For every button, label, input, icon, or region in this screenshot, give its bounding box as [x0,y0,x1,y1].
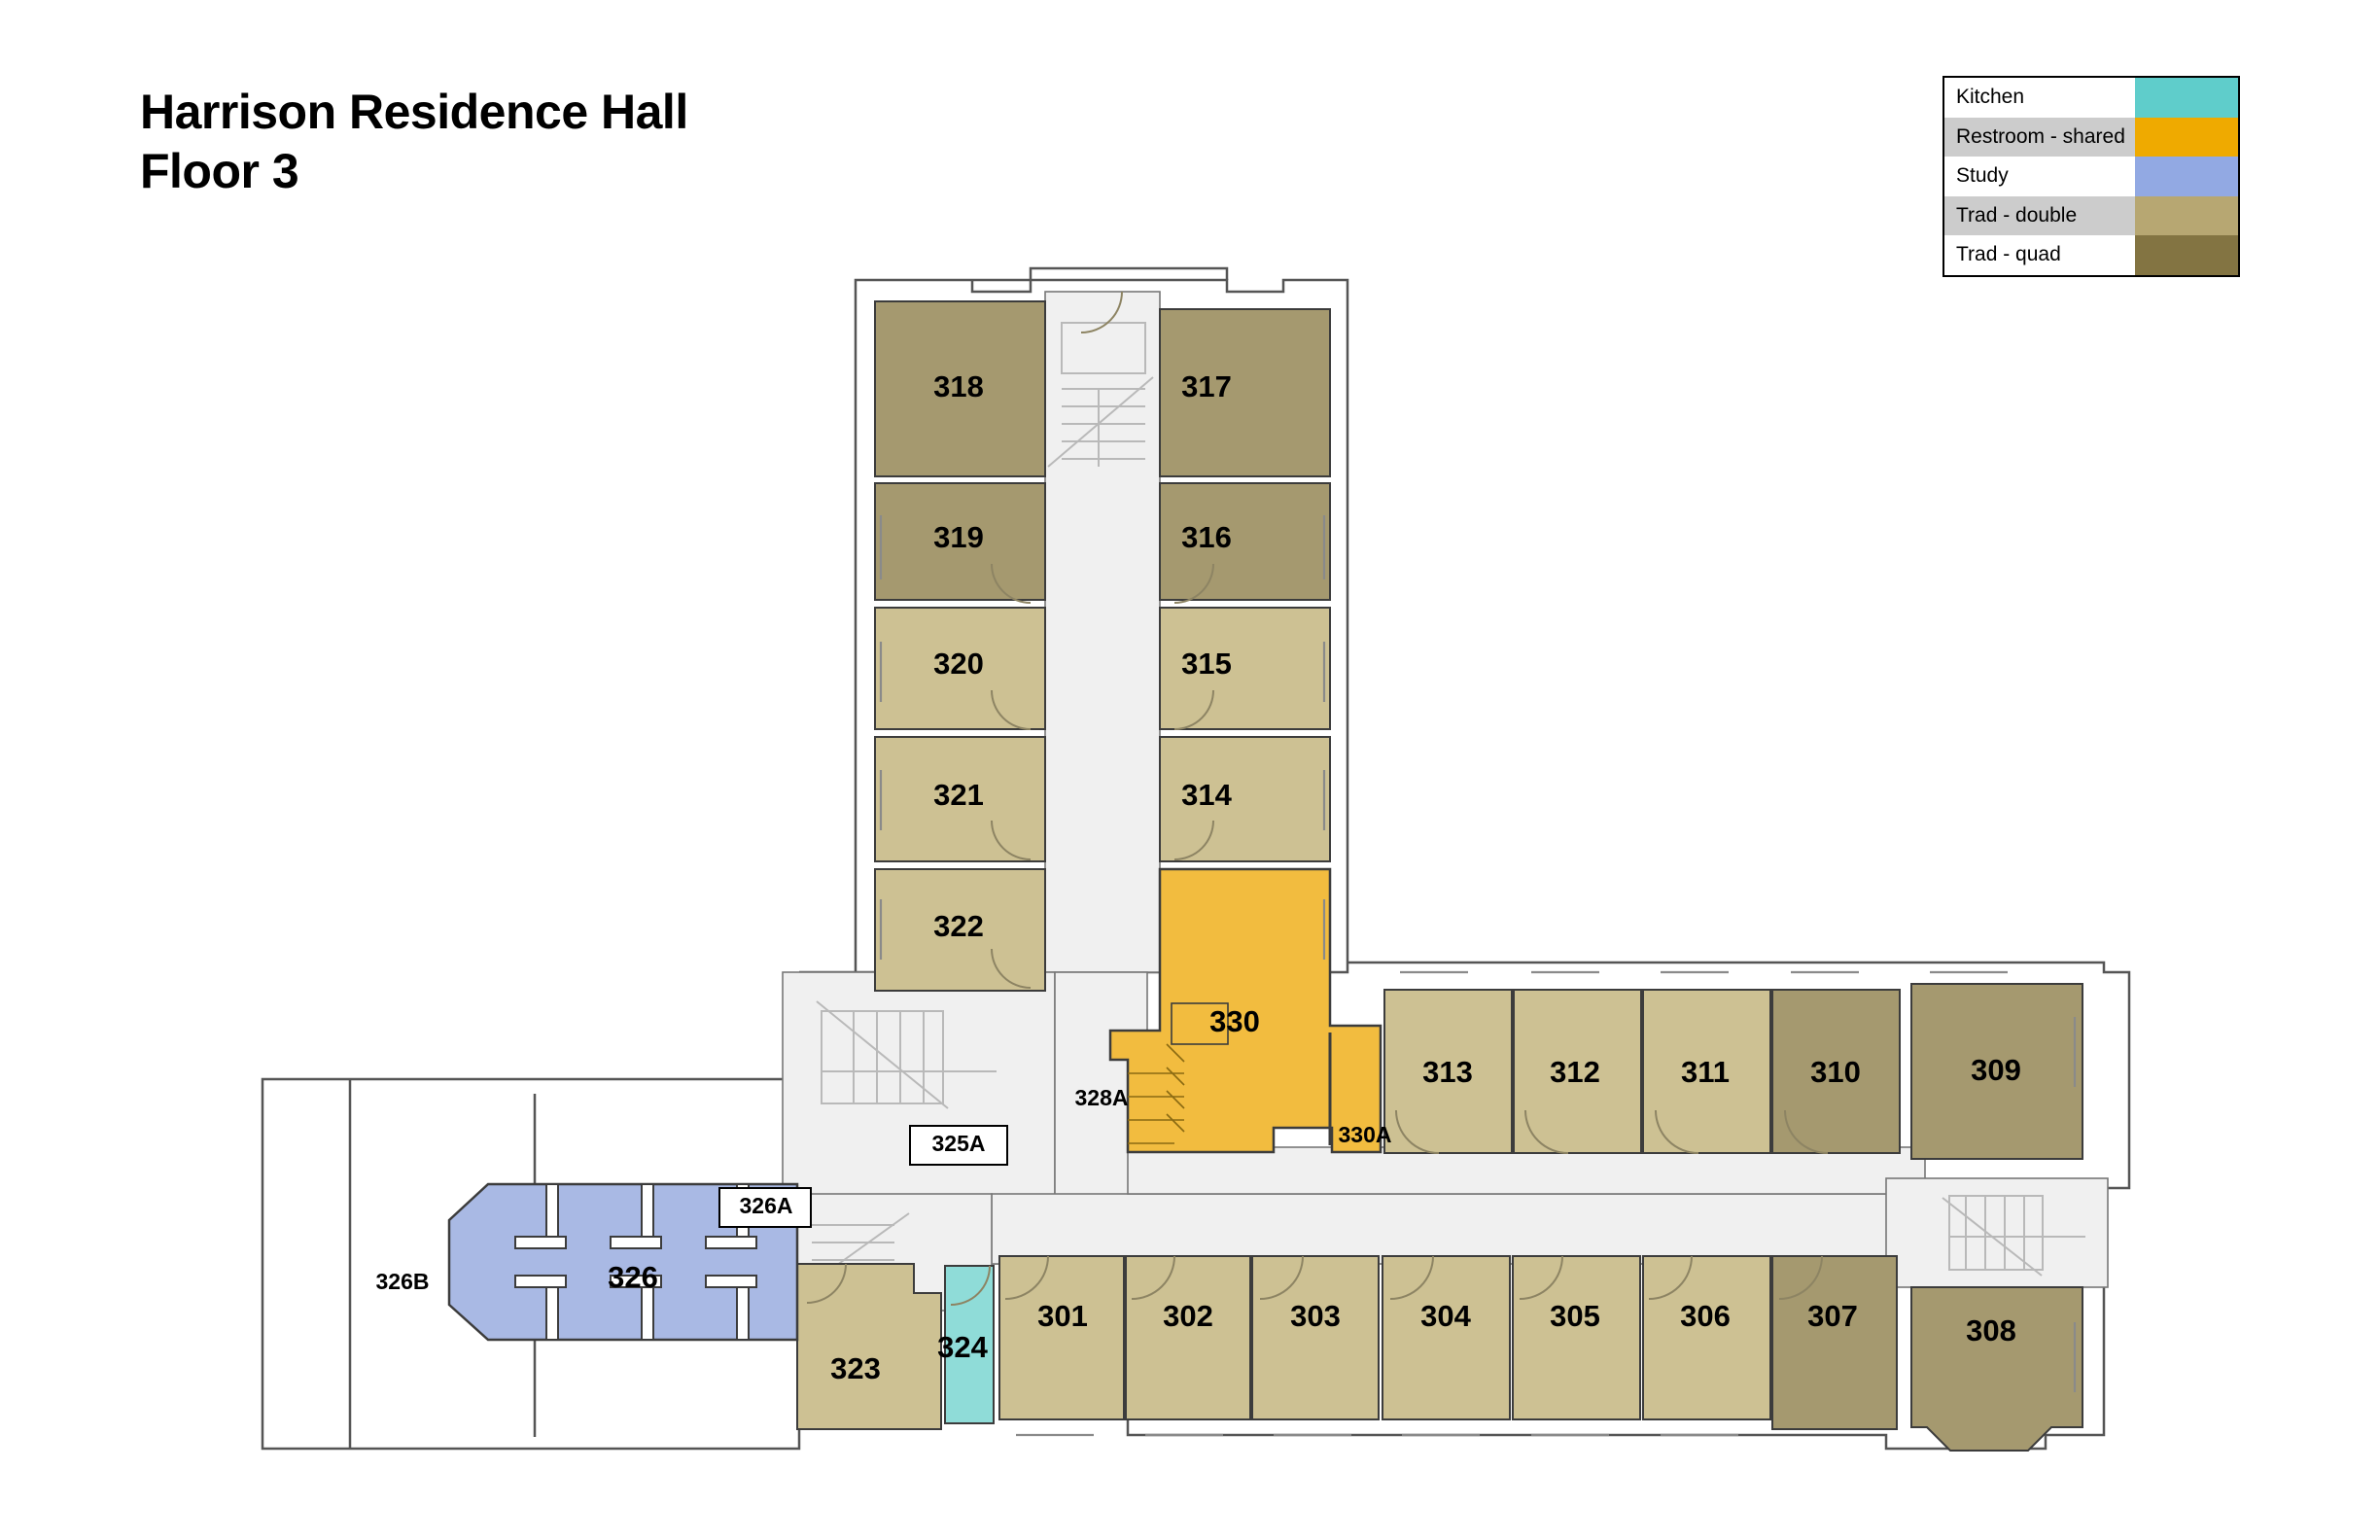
room-label-301: 301 [1037,1299,1088,1333]
annotation-labels: 326B 326A 325A 328A 330A [376,1085,1392,1294]
window-marks [879,515,2077,1437]
room-307[interactable] [1771,1255,1898,1430]
room-315[interactable] [1159,607,1331,730]
room-314[interactable] [1159,736,1331,862]
east-wing-north-rooms [1383,983,2083,1160]
room-label-322: 322 [933,909,984,943]
room-labels: 318 317 319 316 320 315 321 314 322 330 … [608,369,2021,1385]
room-label-304: 304 [1420,1299,1471,1333]
room-label-315: 315 [1181,647,1232,681]
corridor-areas [782,291,2109,1312]
room-label-324: 324 [937,1330,988,1364]
room-label-308: 308 [1966,1313,2016,1348]
door-swings [806,291,1829,1306]
annotation-label-326b: 326B [376,1269,430,1294]
room-317[interactable] [1159,308,1331,477]
room-label-318: 318 [933,369,984,403]
legend-row-trad-quad: Trad - quad [1944,235,2238,276]
room-301[interactable] [998,1255,1125,1420]
room-label-306: 306 [1680,1299,1731,1333]
annotation-label-326a: 326A [740,1193,793,1218]
room-label-311: 311 [1681,1055,1730,1089]
room-303[interactable] [1251,1255,1380,1420]
room-label-326: 326 [608,1260,658,1294]
room-305[interactable] [1512,1255,1641,1420]
room-319[interactable] [874,482,1046,601]
east-wing-south-rooms [998,1255,2083,1452]
room-304[interactable] [1382,1255,1511,1420]
room-label-302: 302 [1163,1299,1213,1333]
room-label-310: 310 [1810,1055,1861,1089]
restroom-stall-lines [1128,1002,1332,1145]
room-322[interactable] [874,868,1046,992]
legend-row-restroom-shared: Restroom - shared [1944,117,2238,158]
room-330[interactable] [1108,867,1382,1154]
room-310[interactable] [1771,989,1901,1154]
building-name: Harrison Residence Hall [140,85,688,139]
annotation-label-325a: 325A [932,1131,986,1156]
room-label-316: 316 [1181,520,1232,554]
room-309[interactable] [1910,983,2083,1160]
legend-label-trad-quad: Trad - quad [1956,243,2061,266]
room-label-312: 312 [1550,1055,1600,1089]
legend-row-kitchen: Kitchen [1944,78,2238,118]
room-302[interactable] [1125,1255,1251,1420]
legend-label-trad-double: Trad - double [1944,195,2135,236]
legend-label-study: Study [1956,164,2009,188]
room-312[interactable] [1513,989,1642,1154]
legend-swatch-trad-quad [2135,235,2238,276]
room-label-307: 307 [1807,1299,1858,1333]
room-318[interactable] [874,300,1046,477]
room-308[interactable] [1910,1286,2083,1452]
room-label-323: 323 [830,1351,881,1385]
north-wing-rooms [874,300,1331,992]
room-label-313: 313 [1422,1055,1473,1089]
legend-swatch-restroom-shared [2135,117,2238,158]
legend-swatch-kitchen [2135,78,2238,118]
room-label-321: 321 [933,778,984,812]
room-label-317: 317 [1181,369,1232,403]
room-321[interactable] [874,736,1046,862]
legend-label-restroom-shared: Restroom - shared [1944,117,2135,158]
room-label-314: 314 [1181,778,1232,812]
room-323[interactable] [796,1263,942,1430]
room-label-330: 330 [1209,1004,1260,1038]
legend: Kitchen Restroom - shared Study Trad - d… [1942,76,2240,278]
annotation-label-328a: 328A [1075,1085,1129,1110]
room-313[interactable] [1383,989,1513,1154]
room-326[interactable] [447,1182,799,1342]
room-label-320: 320 [933,647,984,681]
room-label-319: 319 [933,520,984,554]
room-311[interactable] [1642,989,1771,1154]
floor-name: Floor 3 [140,144,299,198]
room-320[interactable] [874,607,1046,730]
legend-swatch-study [2135,157,2238,196]
room-306[interactable] [1642,1255,1771,1420]
legend-swatch-trad-double [2135,195,2238,236]
page-title: Harrison Residence Hall Floor 3 [140,83,688,201]
annotation-box-326a: 326A [718,1187,812,1228]
legend-label-kitchen: Kitchen [1956,86,2025,108]
annotation-label-330a: 330A [1339,1122,1392,1147]
stair-graphics [808,322,2085,1286]
room-label-309: 309 [1971,1053,2021,1087]
annotation-box-325a: 325A [909,1125,1008,1166]
room-label-305: 305 [1550,1299,1600,1333]
room-316[interactable] [1159,482,1331,601]
legend-row-study: Study [1944,157,2238,196]
legend-row-trad-double: Trad - double [1944,195,2238,236]
room-label-303: 303 [1290,1299,1341,1333]
